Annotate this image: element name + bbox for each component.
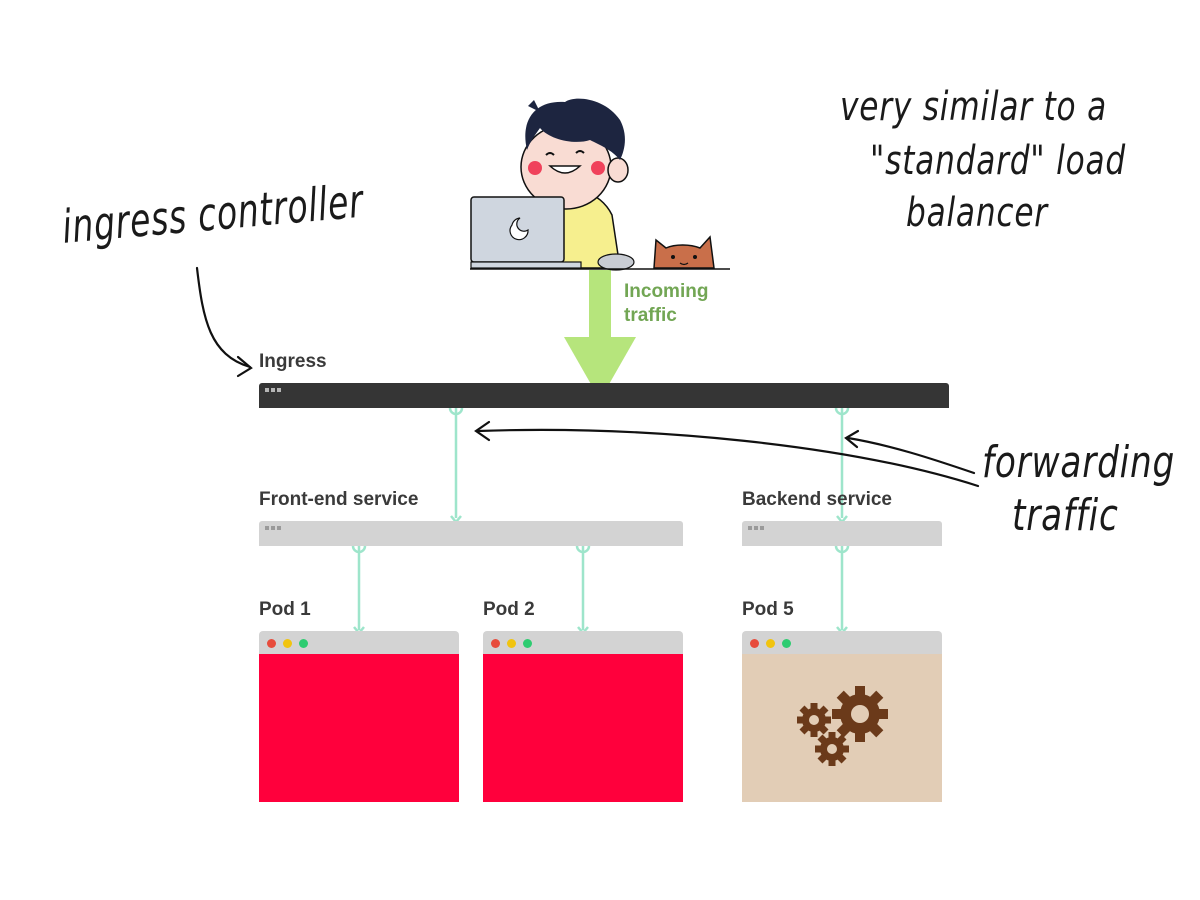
minimize-dot-icon [766, 639, 775, 648]
frontend-service-bar [259, 521, 683, 546]
load-balancer-note-line2: "standard" load [870, 138, 1126, 184]
ingress-label: Ingress [259, 351, 327, 372]
close-dot-icon [750, 639, 759, 648]
maximize-dot-icon [523, 639, 532, 648]
pod-5-body [742, 654, 942, 802]
window-dots-icon [748, 526, 764, 530]
pod-5-label: Pod 5 [742, 599, 794, 620]
pod-2-label: Pod 2 [483, 599, 535, 620]
close-dot-icon [491, 639, 500, 648]
developer-illustration [470, 98, 730, 271]
window-dots-icon [265, 526, 281, 530]
maximize-dot-icon [782, 639, 791, 648]
pod-window-titlebar [483, 631, 683, 654]
maximize-dot-icon [299, 639, 308, 648]
incoming-traffic-line2: traffic [624, 305, 677, 326]
frontend-service-label: Front-end service [259, 489, 419, 510]
pod-window-titlebar [259, 631, 459, 654]
close-dot-icon [267, 639, 276, 648]
incoming-traffic-line1: Incoming [624, 281, 709, 302]
pod-window-titlebar [742, 631, 942, 654]
window-dots-icon [265, 388, 281, 392]
gears-icon [797, 686, 888, 766]
load-balancer-note-line1: very similar to a [840, 84, 1108, 130]
pod-2-body [483, 654, 683, 802]
ingress-controller-arrow [195, 266, 253, 378]
minimize-dot-icon [507, 639, 516, 648]
forwarding-traffic-note-line1: forwarding [982, 437, 1176, 488]
incoming-traffic-arrow [564, 270, 636, 400]
pod-5-window [742, 631, 942, 802]
ingress-bar [259, 383, 949, 408]
connector-lines [351, 407, 850, 635]
pod-1-body [259, 654, 459, 802]
pod-2-window [483, 631, 683, 802]
cat-illustration [653, 235, 715, 269]
load-balancer-note-line3: balancer [906, 190, 1048, 236]
incoming-traffic-label: Incoming traffic [624, 280, 708, 328]
backend-service-bar [742, 521, 942, 546]
pod-1-window [259, 631, 459, 802]
minimize-dot-icon [283, 639, 292, 648]
pod-1-label: Pod 1 [259, 599, 311, 620]
forwarding-traffic-arrows [474, 420, 980, 488]
forwarding-traffic-note-line2: traffic [1012, 490, 1119, 541]
backend-service-label: Backend service [742, 489, 892, 510]
